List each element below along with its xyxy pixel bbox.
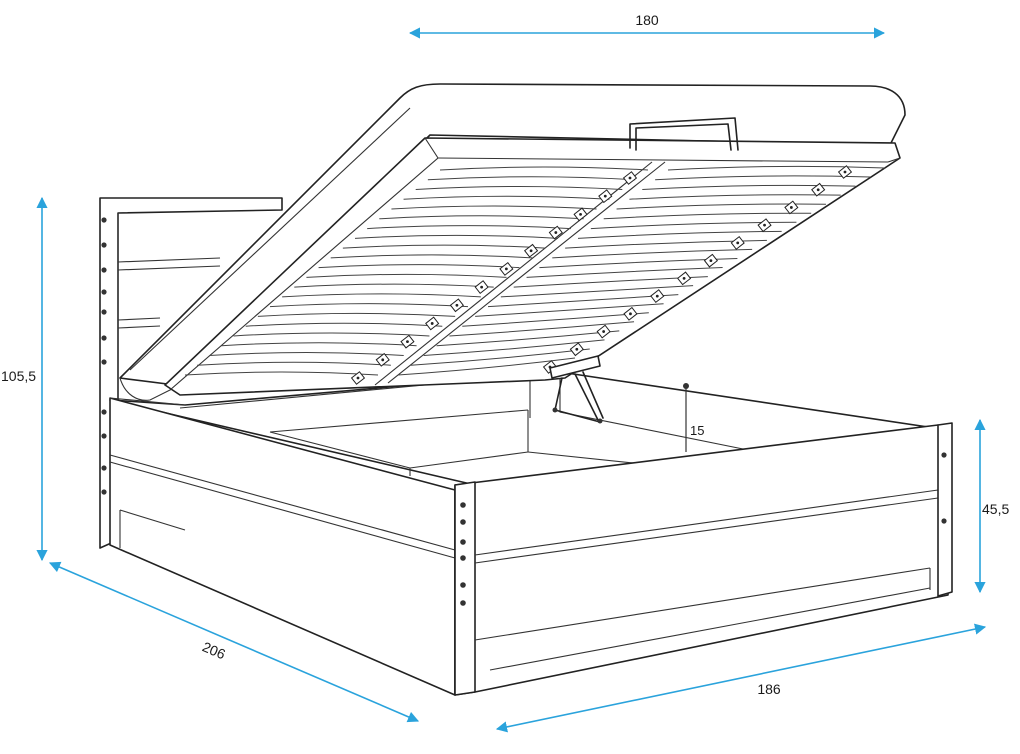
slat [500,285,694,298]
length-label: 206 [200,638,228,662]
slat-clip-rivet [575,347,579,351]
slat [330,254,533,259]
slat [257,312,456,317]
slat [233,332,430,337]
headboard [99,197,283,549]
slats [184,165,886,376]
slat-clip-rivet [736,241,740,245]
slat [184,371,379,376]
storage-depth-indicator: 15 [683,383,704,452]
slat-clip-rivet [381,358,385,362]
slat [475,303,664,317]
slat [590,221,797,230]
slat [629,194,841,200]
slat-clip-rivet [406,340,409,344]
dimension-width-top: 180 [408,12,886,39]
slat [415,186,623,191]
slat [423,339,605,356]
slat-clip-rivet [629,312,632,316]
slat [577,230,782,239]
slat-clip-rivet [682,276,686,280]
slat [642,184,856,191]
slat [667,165,886,171]
slat-clip-rivet [602,330,606,333]
slat [397,357,576,376]
slat-clip-rivet [816,188,820,192]
slat [221,342,417,347]
dimension-frame-width: 186 [495,623,987,733]
slat-clip-rivet [529,249,533,253]
slat-clip-rivet [504,267,508,271]
slat-clip-rivet [579,212,582,216]
footboard-bolts [460,452,947,606]
slat-clip-rivet [480,285,484,289]
slat-clip-rivet [789,206,793,209]
slat [436,330,620,347]
slat-clip-rivet [455,303,459,307]
dimension-side-height: 45,5 [974,418,1009,594]
slat [552,248,753,259]
slat-clip-rivet [603,194,607,198]
slat [391,205,597,210]
handle [629,117,739,151]
slat [403,195,610,200]
slat [427,176,636,181]
slat-clip-rivet [655,294,659,298]
slat [209,351,404,356]
slat-clip-rivet [843,170,847,174]
slat-clip-rivet [430,322,434,325]
headboard-bolts [101,217,107,495]
slat-clip-rivet [763,223,766,227]
slat [526,267,723,278]
slat [197,361,391,366]
slat [306,273,507,278]
slat [449,321,635,337]
slat [439,166,649,171]
slat [379,215,584,220]
slat [616,203,826,210]
slat-clips [350,165,853,385]
slat [410,348,590,366]
slat [318,264,520,269]
slat [342,244,546,249]
slat [269,303,469,308]
frame-width-label: 186 [757,681,781,697]
slat [282,293,481,298]
slatted-frame [164,117,901,396]
slat [245,322,443,327]
dimension-total-height: 105,5 [1,196,48,562]
slat [294,283,494,288]
gas-lift-mechanism [549,355,604,424]
slat-clip-rivet [554,231,558,234]
slat [367,225,571,230]
storage-depth-label: 15 [690,423,704,438]
slat [354,234,559,239]
slat [603,212,812,220]
side-height-label: 45,5 [982,501,1009,517]
slat-clip-rivet [628,176,632,180]
total-height-label: 105,5 [1,368,36,384]
slat-clip-rivet [356,376,360,380]
width-top-label: 180 [635,12,659,28]
slat-clip-rivet [709,259,713,263]
